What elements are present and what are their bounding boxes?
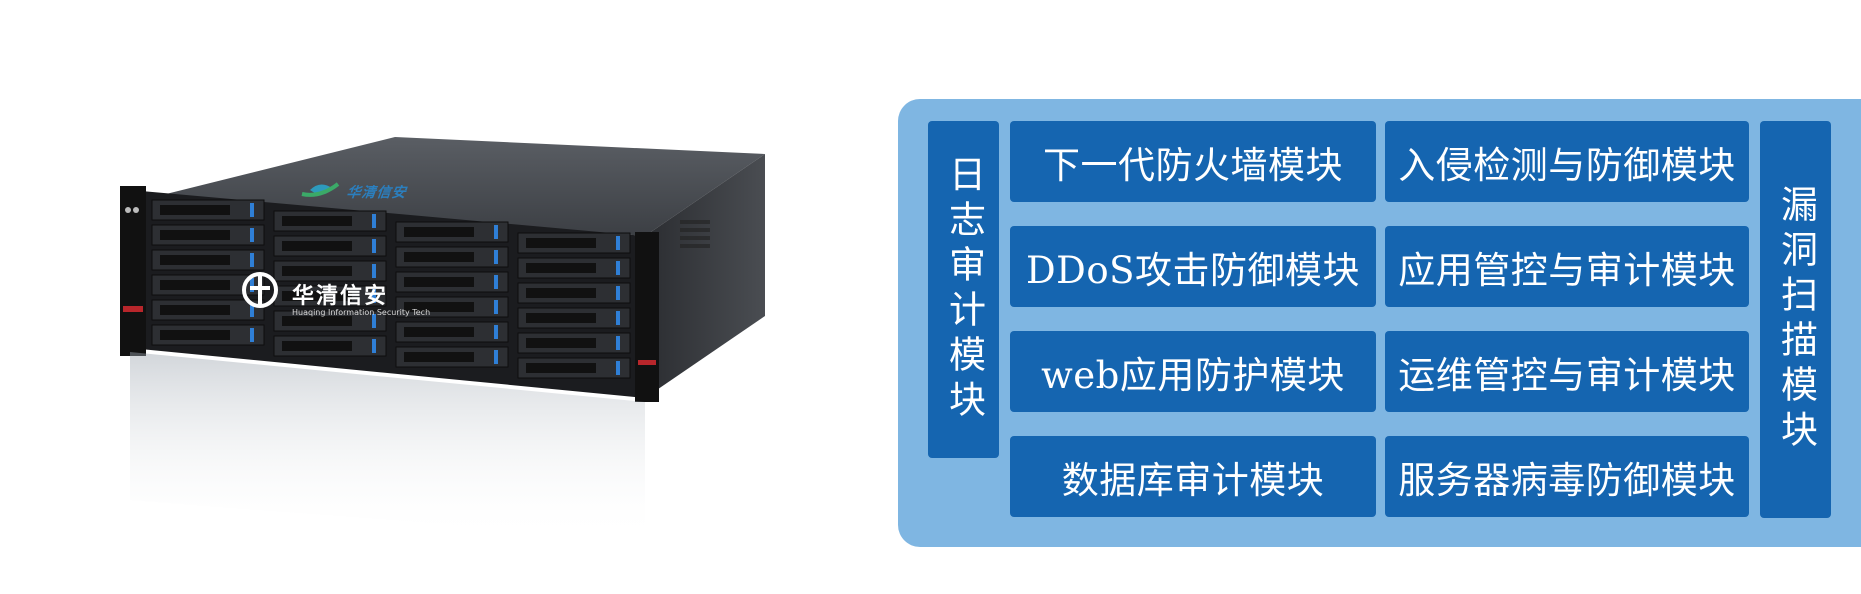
drive-vent: [282, 341, 352, 351]
drive-vent: [526, 238, 596, 248]
drive-led: [494, 350, 498, 364]
security-modules-diagram: 日志审计模块 下一代防火墙模块 入侵检测与防御模块 DDoS攻击防御模块 应用管…: [898, 99, 1861, 547]
drive-vent: [404, 277, 474, 287]
drive-vent: [160, 280, 230, 290]
drive-led: [250, 228, 254, 242]
log-audit-label: 日志审计模块: [942, 154, 986, 425]
module-box-5: web应用防护模块: [1010, 331, 1376, 412]
drive-vent: [404, 327, 474, 337]
drive-vent: [160, 230, 230, 240]
brand-name: 华清信安: [292, 284, 389, 309]
drive-led: [372, 339, 376, 353]
drive-vent: [526, 313, 596, 323]
right-module-box: 漏洞扫描模块: [1760, 121, 1831, 518]
drive-vent: [282, 266, 352, 276]
drive-led: [494, 325, 498, 339]
drive-led: [372, 214, 376, 228]
drive-led: [494, 225, 498, 239]
module-box-2: 入侵检测与防御模块: [1385, 121, 1749, 202]
module-box-8: 服务器病毒防御模块: [1385, 436, 1749, 517]
module-box-6: 运维管控与审计模块: [1385, 331, 1749, 412]
drive-vent: [404, 227, 474, 237]
drive-led: [616, 261, 620, 275]
drive-led: [616, 311, 620, 325]
module-box-4: 应用管控与审计模块: [1385, 226, 1749, 307]
drive-led: [250, 278, 254, 292]
vuln-scan-label: 漏洞扫描模块: [1774, 184, 1818, 455]
drive-vent: [282, 291, 352, 301]
drive-led: [372, 264, 376, 278]
top-brand-name: 华清信安: [344, 185, 411, 201]
drive-led: [616, 336, 620, 350]
drive-vent: [160, 305, 230, 315]
drive-vent: [526, 288, 596, 298]
drive-led: [494, 275, 498, 289]
drive-led: [616, 361, 620, 375]
drive-led: [250, 328, 254, 342]
drive-vent: [160, 255, 230, 265]
drive-vent: [282, 316, 352, 326]
module-box-1: 下一代防火墙模块: [1010, 121, 1376, 202]
module-box-7: 数据库审计模块: [1010, 436, 1376, 517]
drive-led: [616, 236, 620, 250]
drive-vent: [404, 302, 474, 312]
drive-vent: [526, 263, 596, 273]
drive-led: [616, 286, 620, 300]
drive-led: [494, 300, 498, 314]
drive-led: [250, 203, 254, 217]
drive-led: [250, 303, 254, 317]
drive-vent: [404, 252, 474, 262]
drive-vent: [526, 363, 596, 373]
drive-vent: [282, 241, 352, 251]
drive-led: [372, 314, 376, 328]
drive-led: [494, 250, 498, 264]
drive-led: [372, 289, 376, 303]
drive-vent: [404, 352, 474, 362]
server-appliance-image: 华清信安 Huaqing Information Security Tech 华…: [120, 120, 780, 590]
drive-vent: [282, 216, 352, 226]
brand-tagline: Huaqing Information Security Tech: [292, 308, 431, 317]
drive-vent: [526, 338, 596, 348]
module-box-3: DDoS攻击防御模块: [1010, 226, 1376, 307]
drive-led: [250, 253, 254, 267]
left-module-box: 日志审计模块: [928, 121, 999, 458]
drive-vent: [160, 330, 230, 340]
drive-led: [372, 239, 376, 253]
drive-vent: [160, 205, 230, 215]
